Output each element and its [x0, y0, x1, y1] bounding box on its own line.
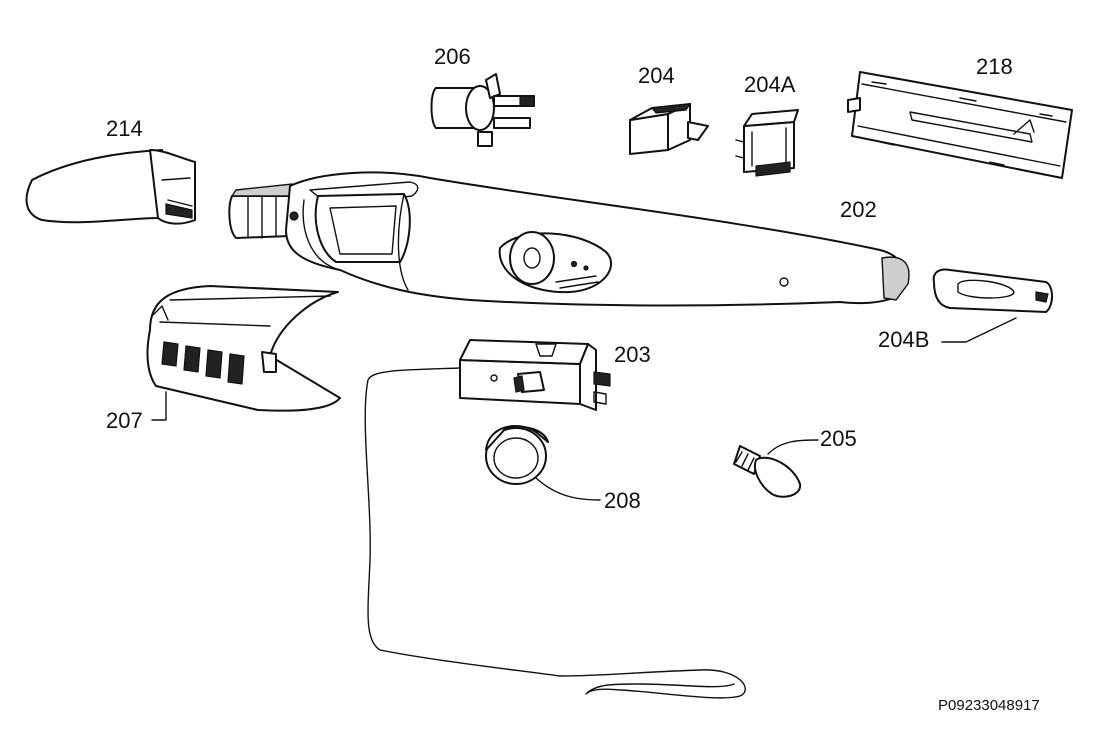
- leader-208: [535, 477, 601, 501]
- part-214-end-cap: [25, 149, 196, 225]
- leader-205: [767, 439, 819, 455]
- leader-204B: [941, 317, 1017, 343]
- part-204A-switch-frame: [735, 109, 799, 177]
- label-214: 214: [106, 116, 143, 141]
- label-203: 203: [614, 342, 651, 367]
- part-204-switch: [629, 103, 709, 155]
- label-206: 206: [434, 44, 471, 69]
- label-208: 208: [604, 488, 641, 513]
- part-202-main-housing: [228, 171, 910, 307]
- part-206-lamp-holder: [430, 73, 535, 147]
- label-204A: 204A: [744, 72, 796, 97]
- part-208-knob: [485, 425, 549, 485]
- part-207-rear-cover: [146, 285, 341, 412]
- label-207: 207: [106, 408, 143, 433]
- label-218: 218: [976, 54, 1013, 79]
- label-204B: 204B: [878, 327, 929, 352]
- leader-207: [151, 391, 167, 421]
- label-202: 202: [840, 197, 877, 222]
- label-204: 204: [638, 63, 675, 88]
- part-218-lamp-cover: [847, 71, 1073, 179]
- part-205-bulb: [733, 445, 802, 498]
- diagram-code: P09233048917: [938, 697, 1040, 714]
- part-204B-lens-holder: [932, 268, 1053, 313]
- label-205: 205: [820, 426, 857, 451]
- part-203-thermostat: [364, 339, 746, 699]
